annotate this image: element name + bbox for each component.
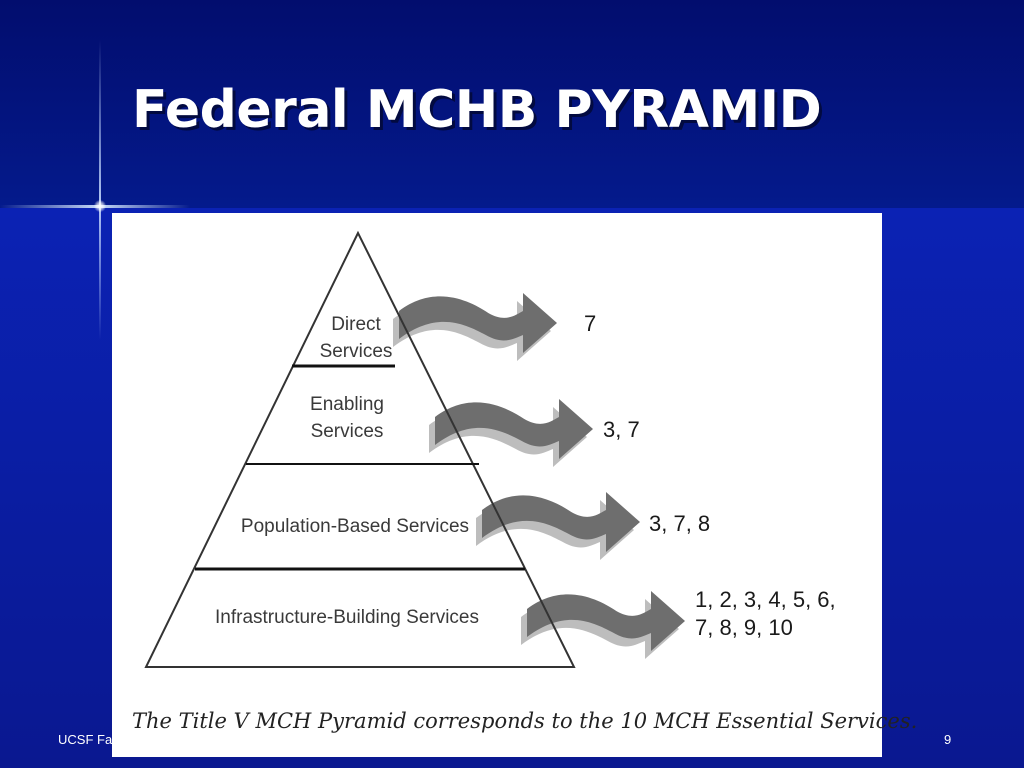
wavy-arrow-icon [435, 399, 593, 459]
service-numbers: 7, 8, 9, 10 [695, 615, 793, 640]
tier-label: Services [311, 421, 384, 442]
tier-label: Population-Based Services [241, 516, 469, 537]
sparkle-star-icon [94, 200, 106, 212]
figure-caption: The Title V MCH Pyramid corresponds to t… [132, 709, 918, 733]
service-numbers: 3, 7, 8 [649, 511, 710, 536]
pyramid-outline [144, 230, 576, 668]
tier-label: Infrastructure-Building Services [215, 607, 479, 628]
footer-text: UCSF Fa [58, 732, 113, 747]
service-numbers: 1, 2, 3, 4, 5, 6, [695, 587, 836, 612]
page-number: 9 [944, 732, 952, 747]
tier-label: Direct [331, 314, 381, 335]
page-title: Federal MCHB PYRAMID [132, 80, 822, 140]
wavy-arrow-icon [399, 293, 557, 353]
service-numbers: 7 [584, 311, 596, 336]
title-band [0, 0, 1024, 208]
tier-label: Services [320, 341, 393, 362]
wavy-arrow-icon [527, 591, 685, 651]
arrows-layer [393, 293, 685, 659]
sparkle-vertical-decoration [99, 40, 101, 340]
tier-label: Enabling [310, 394, 384, 415]
service-numbers: 3, 7 [603, 417, 640, 442]
wavy-arrow-icon [482, 492, 640, 552]
